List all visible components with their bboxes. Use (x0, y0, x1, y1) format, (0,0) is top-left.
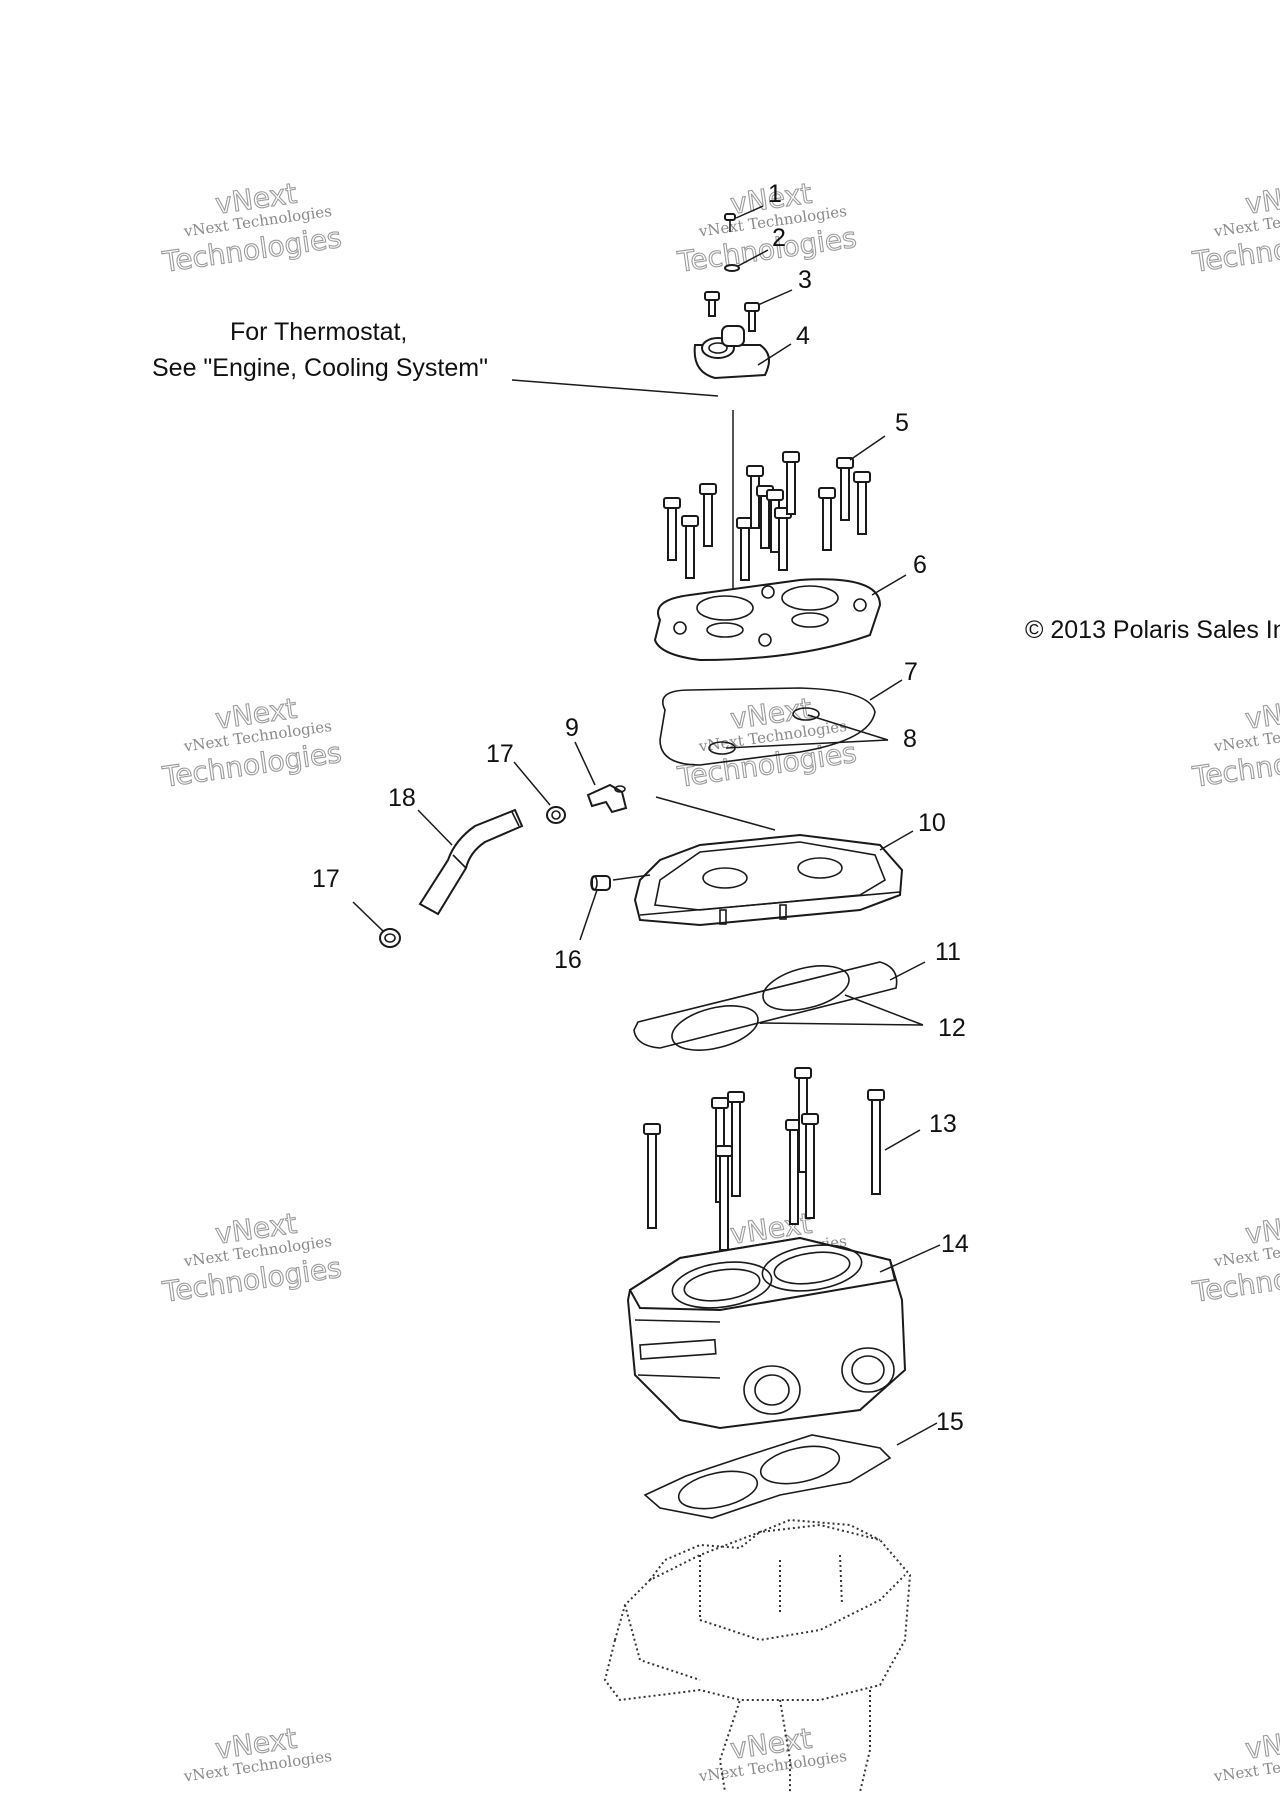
part-4-thermostat-housing (693, 325, 770, 380)
callouts: 1 2 3 4 5 6 7 8 9 10 11 12 13 14 15 16 1… (312, 180, 969, 1436)
callout-17-lower: 17 (312, 865, 340, 893)
note-line-1: For Thermostat, (230, 318, 407, 346)
note-leader (511, 379, 719, 397)
callout-2: 2 (772, 224, 786, 252)
part-1-screw (724, 213, 736, 232)
part-17-clamp-upper (546, 806, 566, 824)
part-3-bolts (704, 291, 760, 332)
part-2-washer (724, 264, 740, 272)
part-5-head-bolts (663, 451, 871, 581)
watermark: vNext vNext Technologies Technologies (674, 691, 859, 794)
callout-17-upper: 17 (486, 740, 514, 768)
watermark: vNext vNext Technologies Technologies (1189, 691, 1280, 794)
callout-7: 7 (904, 658, 918, 686)
callout-12: 12 (938, 1014, 966, 1042)
watermark: vNext vNext Technologies Technologies (674, 176, 859, 279)
part-18-hose (418, 808, 524, 916)
watermark: vNext vNext Technologies Technologies (1189, 176, 1280, 279)
copyright: © 2013 Polaris Sales Inc (1025, 616, 1280, 644)
callout-6: 6 (913, 551, 927, 579)
callout-9: 9 (565, 714, 579, 742)
callout-1: 1 (768, 180, 782, 208)
callout-18: 18 (388, 784, 416, 812)
part-17-clamp-lower (379, 928, 401, 948)
watermark: vNext vNext Technologies Technologies (159, 691, 344, 794)
part-11-head-gasket (633, 961, 898, 1049)
callout-14: 14 (941, 1230, 969, 1258)
watermark: vNext vNext Technologies (697, 1721, 848, 1785)
callout-4: 4 (796, 322, 810, 350)
callout-5: 5 (895, 409, 909, 437)
callout-13: 13 (929, 1110, 957, 1138)
leader-lines (352, 205, 941, 1446)
part-15-base-gasket (643, 1434, 892, 1519)
part-12-o-rings (671, 965, 850, 1051)
note-line-2: See "Engine, Cooling System" (152, 354, 488, 382)
callout-16: 16 (554, 946, 582, 974)
watermark: vNext vNext Technologies Technologies (159, 1206, 344, 1309)
part-6-head-cover (653, 578, 882, 662)
watermark: vNext vNext Technologies Technologies (159, 176, 344, 279)
callout-3: 3 (798, 266, 812, 294)
watermarks: vNext vNext Technologies Technologies vN… (159, 176, 1280, 1785)
crankcase-reference (603, 1518, 912, 1793)
callout-15: 15 (936, 1408, 964, 1436)
watermark: vNext vNext Technologies (182, 1721, 333, 1785)
callout-11: 11 (935, 938, 961, 966)
part-9-elbow-fitting (586, 783, 628, 814)
part-7-gasket (659, 687, 876, 766)
watermark: vNext vNext Technologies (1212, 1721, 1280, 1785)
watermark: vNext vNext Technologies Technologies (1189, 1206, 1280, 1309)
callout-8: 8 (903, 725, 917, 753)
part-10-cylinder-head (633, 833, 904, 927)
part-16-plug (590, 875, 611, 891)
part-14-cylinder-block (626, 1236, 907, 1430)
part-13-cylinder-bolts (643, 1067, 885, 1251)
callout-10: 10 (918, 809, 946, 837)
